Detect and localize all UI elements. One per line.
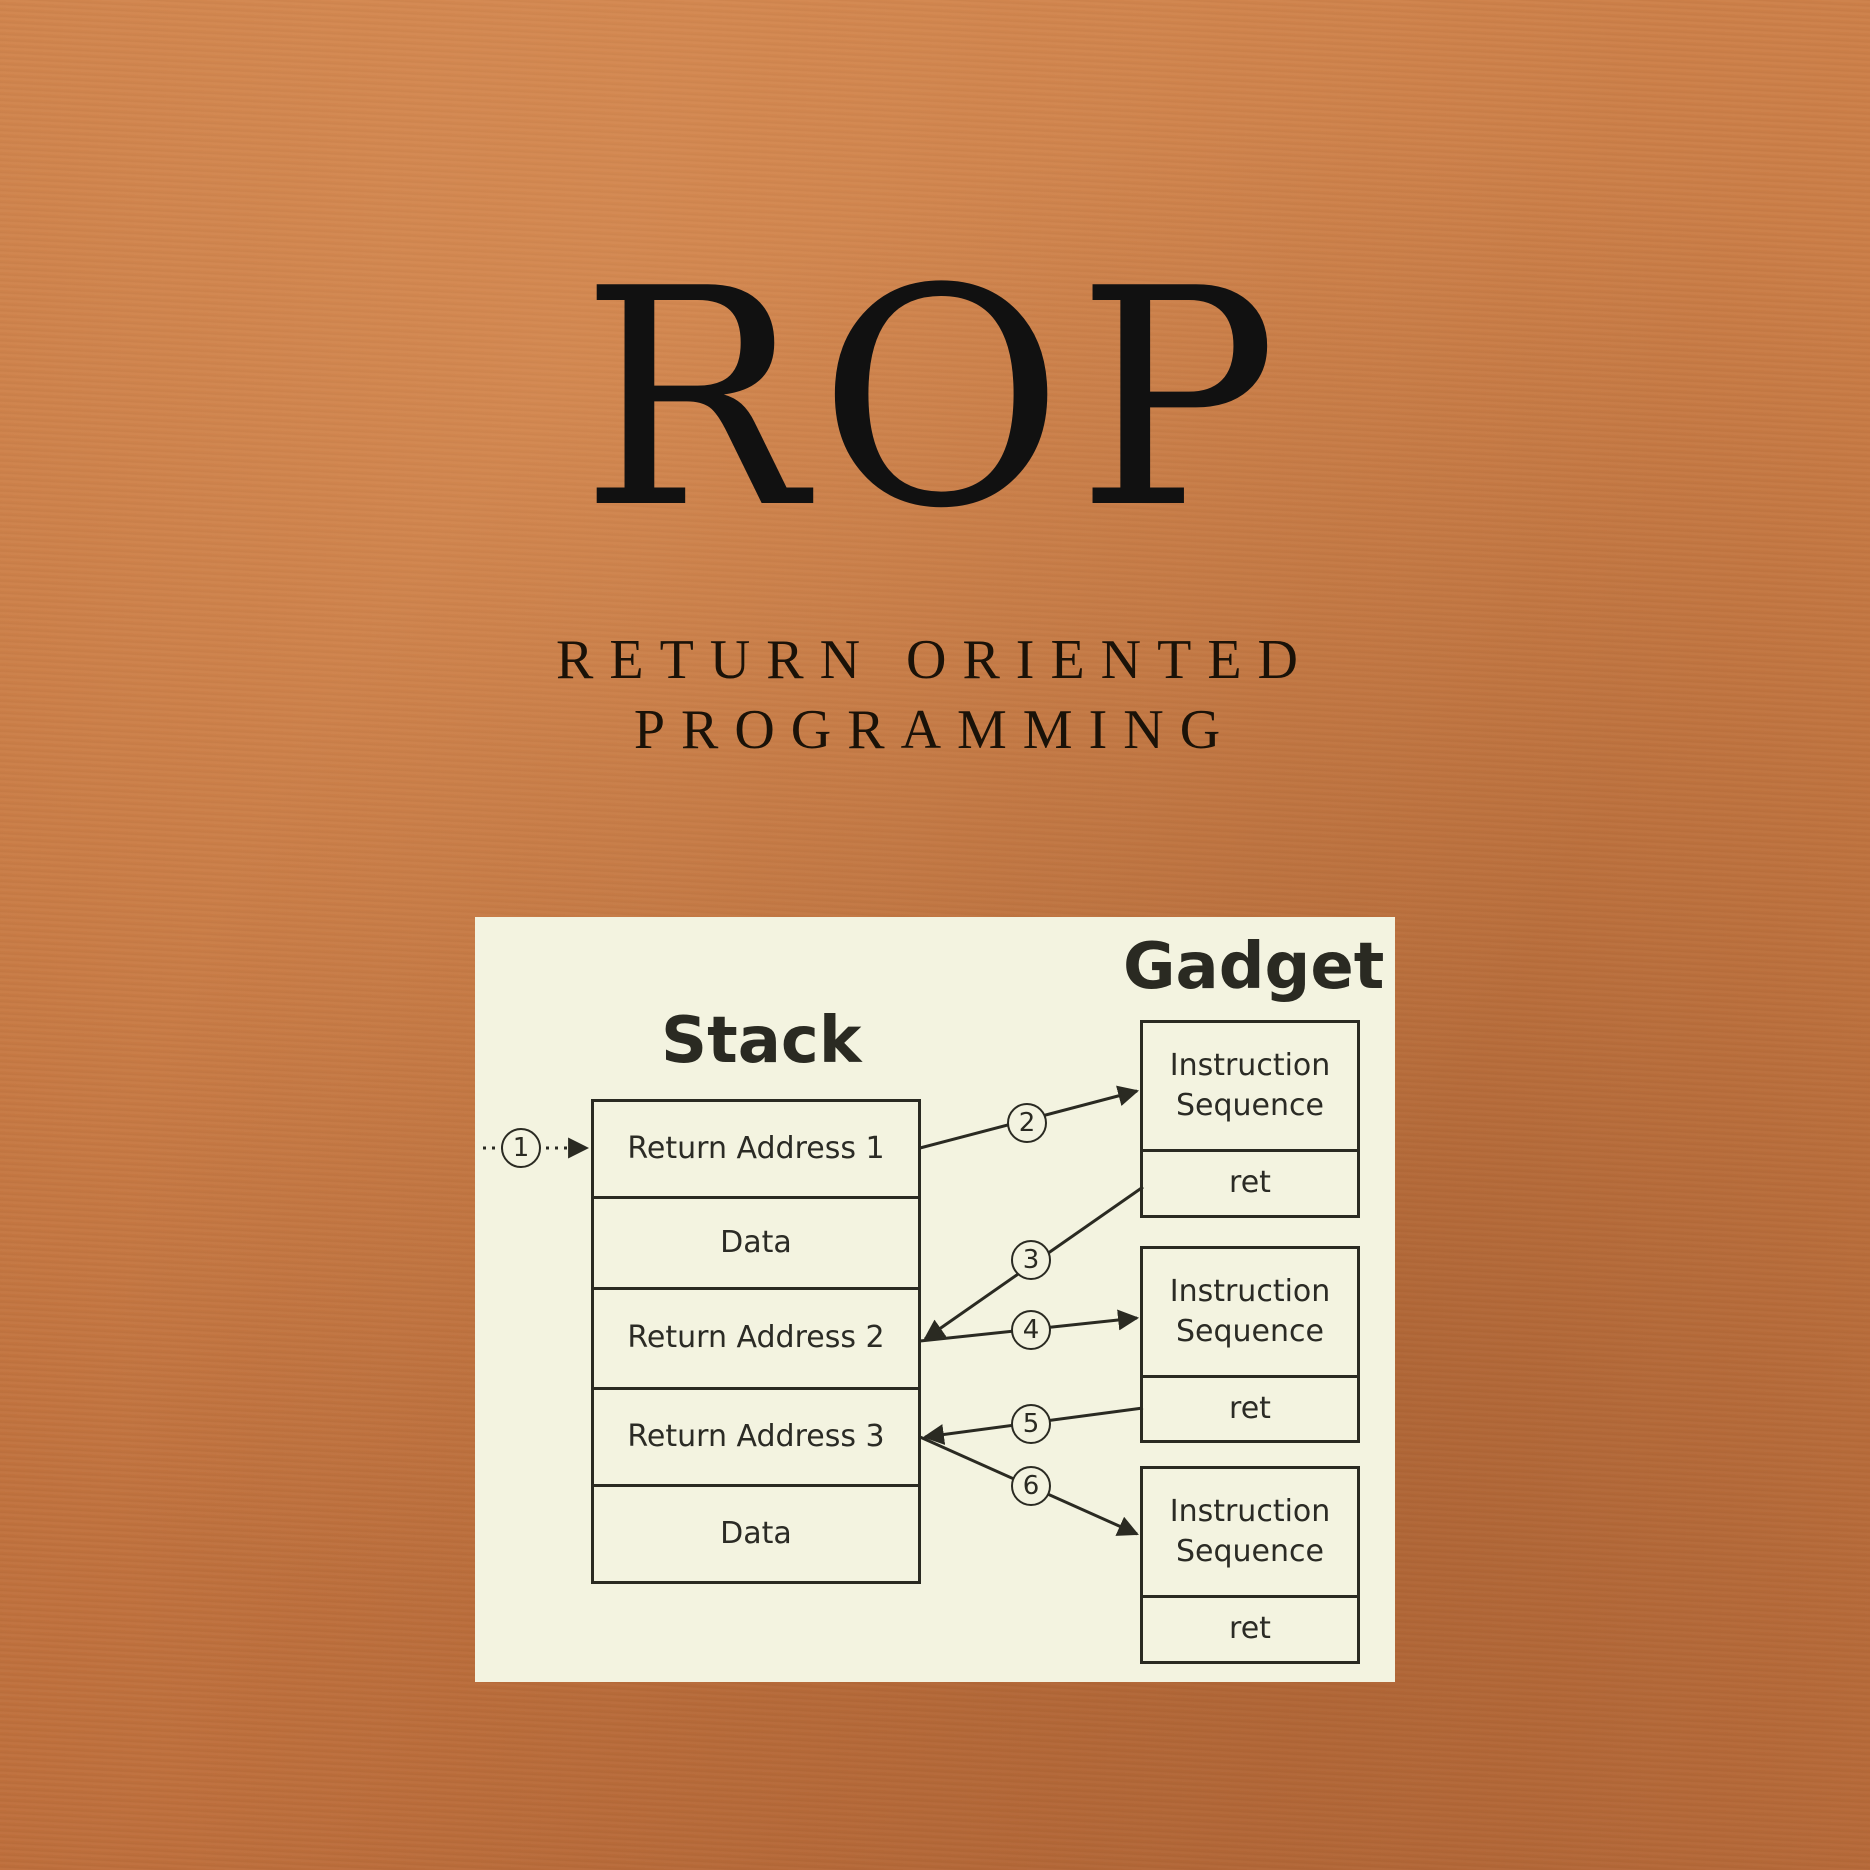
step-1-label: 1: [501, 1128, 541, 1168]
gadget-heading: Gadget: [1123, 930, 1385, 1004]
gadget-3-ret: ret: [1140, 1595, 1360, 1664]
gadget-3-instruction-sequence: Instruction Sequence: [1140, 1466, 1360, 1598]
stack-cell-return-address-3: Return Address 3: [591, 1387, 921, 1487]
step-5-label: 5: [1011, 1404, 1051, 1444]
step-2-label: 2: [1007, 1103, 1047, 1143]
gadget-1-ret: ret: [1140, 1149, 1360, 1218]
rop-diagram: Stack Gadget Return Address 1 Data Retur…: [475, 917, 1395, 1682]
gadget-2-instruction-sequence: Instruction Sequence: [1140, 1246, 1360, 1378]
stack-cell-return-address-2: Return Address 2: [591, 1287, 921, 1390]
step-3-label: 3: [1011, 1240, 1051, 1280]
step-6-label: 6: [1011, 1466, 1051, 1506]
stack-cell-return-address-1: Return Address 1: [591, 1099, 921, 1199]
gadget-2-ret: ret: [1140, 1375, 1360, 1443]
gadget-1-instruction-sequence: Instruction Sequence: [1140, 1020, 1360, 1152]
page-title: ROP: [580, 225, 1290, 574]
step-4-label: 4: [1011, 1310, 1051, 1350]
stack-cell-data-1: Data: [591, 1196, 921, 1290]
subtitle-line-2: PROGRAMMING: [633, 699, 1237, 761]
stack-cell-data-2: Data: [591, 1484, 921, 1584]
stack-heading: Stack: [661, 1004, 862, 1078]
subtitle-line-1: RETURN ORIENTED: [556, 629, 1314, 691]
